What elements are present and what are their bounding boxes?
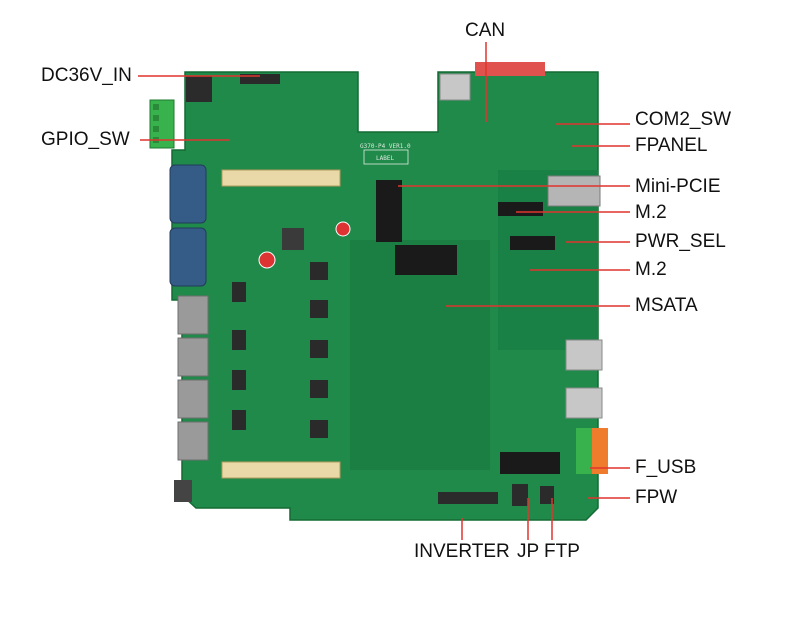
- silkscreen-label-box: [363, 149, 409, 165]
- usb-top: [439, 73, 471, 101]
- can-header: [475, 62, 545, 76]
- label-pwr-sel: PWR_SEL: [635, 231, 726, 252]
- label-fpw: FPW: [635, 487, 678, 508]
- com-port-2: [169, 227, 207, 287]
- lan-port: [177, 379, 209, 419]
- usb-right-1: [565, 339, 603, 371]
- lan-port: [177, 337, 209, 377]
- com-port-1: [169, 164, 207, 224]
- dc-header: [240, 74, 280, 84]
- inverter-header: [438, 492, 498, 504]
- capacitor: [335, 221, 351, 237]
- dc-jack: [186, 76, 212, 102]
- lan-port: [177, 421, 209, 461]
- label-jp: JP: [517, 541, 540, 562]
- m2-slot-bottom: [510, 236, 555, 250]
- capacitor: [258, 251, 276, 269]
- label-f-usb: F_USB: [635, 457, 697, 478]
- label-m2-top: M.2: [635, 202, 667, 223]
- leader-lines: [138, 42, 630, 540]
- label-m2-bottom: M.2: [635, 259, 667, 280]
- label-gpio-sw: GPIO_SW: [41, 129, 130, 150]
- m2-slot-lower: [500, 452, 560, 474]
- silkscreen-model: G370-P4 VER1.0: [360, 143, 411, 150]
- silkscreen-label: LABEL: [376, 155, 394, 162]
- msata-slot: [395, 245, 457, 275]
- label-can: CAN: [465, 20, 506, 41]
- fusb-terminal: [576, 428, 592, 474]
- label-mini-pcie: Mini-PCIE: [635, 176, 721, 197]
- pcb-panel: [350, 240, 490, 470]
- usb-right-2: [565, 387, 603, 419]
- mini-pcie-slot: [376, 180, 402, 242]
- label-com2-sw: COM2_SW: [635, 109, 732, 130]
- m2-slot-top: [498, 202, 543, 216]
- board-connector-top: [221, 169, 341, 187]
- label-msata: MSATA: [635, 295, 698, 316]
- jp-header: [512, 484, 528, 506]
- chips: [232, 228, 328, 438]
- audio-jack: [174, 480, 192, 502]
- label-inverter: INVERTER: [414, 541, 510, 562]
- label-ftp: FTP: [544, 541, 580, 562]
- label-dc36v-in: DC36V_IN: [41, 65, 132, 86]
- lan-port: [177, 295, 209, 335]
- ftp-header: [540, 486, 554, 504]
- board-connector-bottom: [221, 461, 341, 479]
- sim-slot: [547, 175, 601, 207]
- fusb-terminal-orange: [592, 428, 608, 474]
- label-fpanel: FPANEL: [635, 135, 708, 156]
